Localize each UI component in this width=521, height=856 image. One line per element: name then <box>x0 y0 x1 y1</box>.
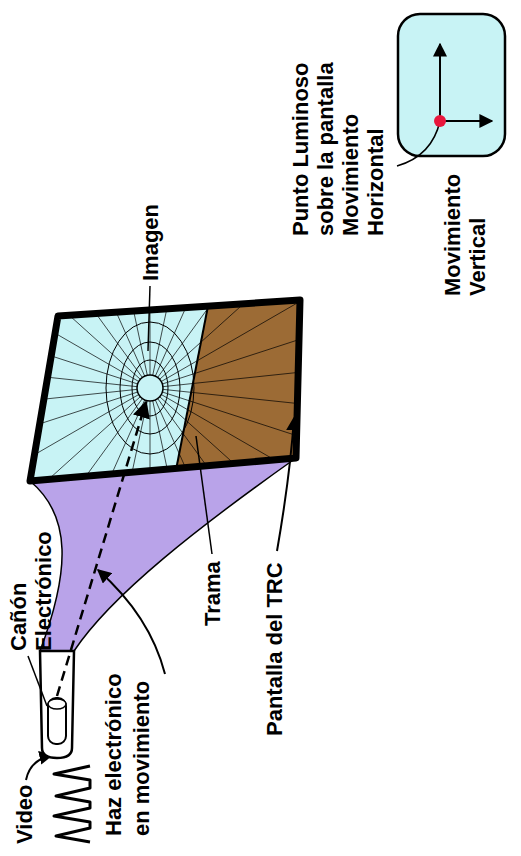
electron-beam <box>57 402 146 696</box>
raster-line <box>0 365 150 388</box>
part-label: Imagen <box>138 181 163 281</box>
raster-line <box>150 187 239 388</box>
beam-spot <box>137 375 163 401</box>
electron-gun <box>48 698 66 744</box>
raster-ring <box>132 360 168 416</box>
raster-ring <box>120 342 180 434</box>
electron-gun-end <box>48 699 66 709</box>
crt-screen-lower <box>176 300 300 470</box>
raster-line <box>150 388 369 411</box>
leader-arrow <box>98 570 165 674</box>
crt-neck <box>40 651 74 758</box>
raster-line <box>61 388 150 589</box>
raster-line <box>150 388 151 608</box>
video-waveform <box>54 766 90 842</box>
leader-line <box>196 436 212 554</box>
raster-line <box>150 210 279 388</box>
part-label: Movimiento Vertical <box>440 166 490 296</box>
raster-line <box>21 210 150 388</box>
leader-line <box>397 121 440 166</box>
small-screen <box>398 14 505 156</box>
crt-screen-border <box>30 300 300 481</box>
horizontal-arrow <box>439 44 441 121</box>
raster-line <box>150 388 279 566</box>
part-label: Trama <box>200 536 225 626</box>
raster-line <box>0 320 150 388</box>
light-spot <box>434 115 446 127</box>
raster-line <box>0 388 150 411</box>
raster-line <box>150 365 369 388</box>
raster-line <box>150 388 239 589</box>
part-label: Cañón Electrónico <box>6 511 56 651</box>
leader-arrow <box>277 418 294 551</box>
part-label: Pantalla del TRC <box>262 496 287 736</box>
raster-line <box>150 241 313 388</box>
leader-line <box>28 656 47 706</box>
part-label: Video <box>12 754 37 844</box>
video-arrow <box>26 755 52 780</box>
raster-line <box>61 187 150 388</box>
part-label: Movimiento Horizontal <box>338 86 388 236</box>
leader-line <box>148 286 150 351</box>
part-label: Punto Luminoso sobre la pantalla <box>288 21 338 236</box>
vertical-arrow <box>440 120 492 122</box>
crt-screen <box>30 300 300 481</box>
raster-line <box>0 388 150 456</box>
raster-ring <box>106 322 194 454</box>
part-label: Haz electrónico en movimiento <box>100 668 156 836</box>
screen-divide <box>176 306 208 470</box>
raster-line <box>150 320 359 388</box>
raster-line <box>0 278 150 388</box>
crt-funnel <box>30 458 296 651</box>
raster-line <box>0 388 150 498</box>
